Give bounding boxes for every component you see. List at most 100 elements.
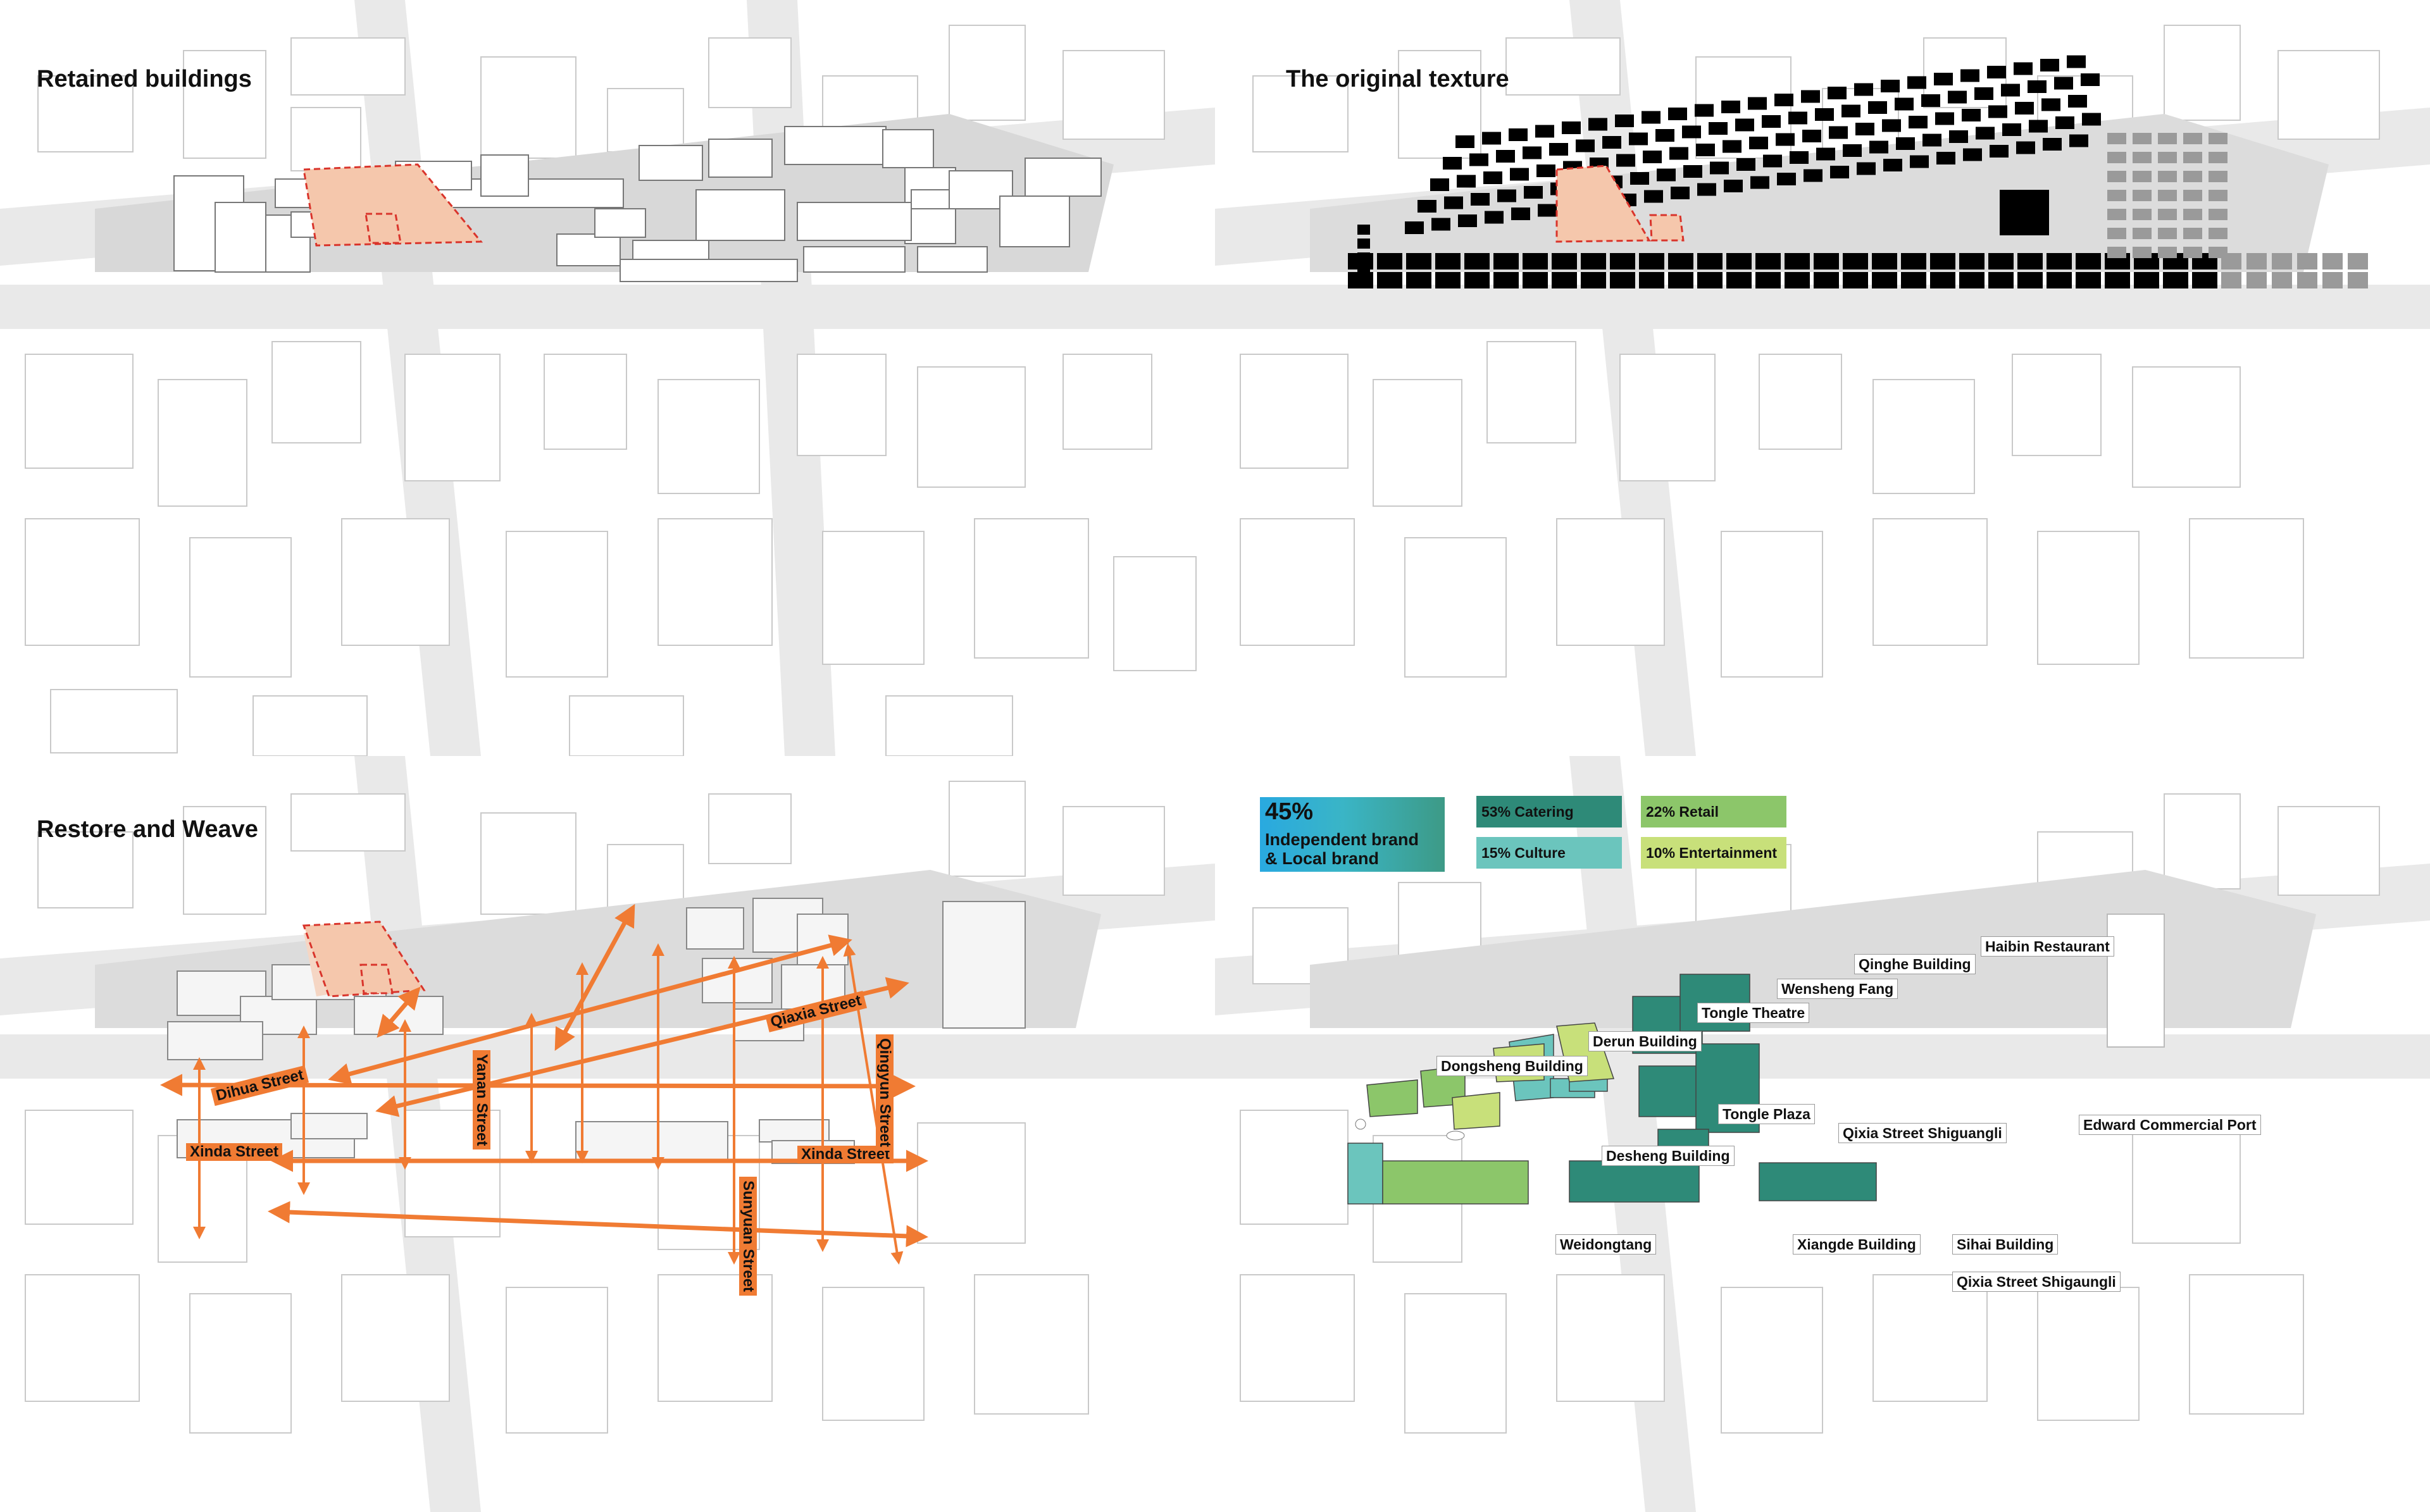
legend-independent-brand: 45% Independent brand & Local brand [1260,797,1445,872]
texture-block [1841,104,1860,118]
texture-block [1801,90,1820,103]
texture-block [1493,272,1519,288]
texture-block [2183,171,2202,182]
texture-block [1405,221,1424,234]
texture-block [2192,272,2217,288]
texture-block [1483,171,1502,184]
texture-block [2272,253,2292,270]
texture-block [2001,84,2020,97]
texture-block [1511,208,1530,220]
texture-block [2107,209,2126,220]
texture-block [2158,171,2177,182]
texture-block [1762,115,1781,128]
street-label-xinda-left: Xinda Street [186,1143,283,1161]
texture-block [2158,209,2177,220]
texture-block [2183,152,2202,163]
texture-block [2272,272,2292,288]
texture-block [1828,87,1847,99]
restore-map [0,756,1215,1512]
texture-block [2107,228,2126,239]
texture-block [2221,272,2241,288]
panel-title: Restore and Weave [37,816,258,843]
legend-culture: 15% Culture [1476,837,1622,869]
texture-block [1377,272,1402,288]
texture-block [1610,253,1635,270]
texture-block [1471,193,1490,206]
texture-block [2107,247,2126,258]
panel-restore-weave: Restore and Weave Dihua Street Xinda Str… [0,756,1215,1512]
texture-block [2134,272,2159,288]
texture-block [2133,247,2152,258]
texture-block [2133,133,2152,144]
texture-block [1804,169,1822,182]
texture-block [2209,209,2228,220]
texture-block [1482,132,1501,145]
texture-block [1455,135,1474,148]
texture-block [2246,253,2267,270]
texture-block [1695,104,1714,117]
texture-block [1987,66,2006,78]
texture-block [1497,189,1516,202]
texture-block [1610,272,1635,288]
texture-block [1536,164,1555,177]
texture-block [1872,272,1897,288]
texture-block [2183,133,2202,144]
texture-block [1710,161,1729,175]
texture-block [1949,130,1968,143]
texture-block [2158,228,2177,239]
texture-block [1523,272,1548,288]
texture-block [1935,112,1954,125]
texture-block [1496,150,1515,163]
texture-block [1901,253,1926,270]
texture-block [2133,190,2152,201]
texture-block [1802,130,1821,142]
texture-block [1776,133,1795,146]
texture-block [2209,171,2228,182]
texture-black-blocks [1348,55,2217,288]
texture-block [1736,158,1755,171]
texture-block [2047,253,2072,270]
texture-block [2067,55,2086,68]
legend-entertainment: 10% Entertainment [1641,837,1786,869]
texture-block [2082,113,2101,126]
texture-block [2041,98,2060,111]
panel-original-texture: The original texture [1215,0,2430,756]
texture-block [2322,253,2343,270]
texture-block [1464,272,1490,288]
texture-block [1763,154,1782,168]
texture-block [2002,123,2021,136]
texture-block [1936,152,1955,164]
texture-block [1724,180,1743,192]
label-tongle-plaza: Tongle Plaza [1718,1104,1815,1124]
texture-block [1552,272,1577,288]
texture-block [1790,151,1809,164]
label-edward-commercial-port: Edward Commercial Port [2079,1115,2261,1135]
texture-block [1750,176,1769,189]
texture-block [1788,111,1807,125]
label-derun-building: Derun Building [1588,1031,1702,1051]
texture-block [1785,272,1810,288]
label-weidongtang: Weidongtang [1555,1234,1657,1255]
texture-block [1930,253,1955,270]
texture-block [1535,125,1554,138]
texture-block [2017,253,2043,270]
panel-retained-buildings: Retained buildings [0,0,1215,756]
texture-block [1814,253,1839,270]
texture-block [2133,152,2152,163]
texture-block [1697,183,1716,196]
texture-block [1629,132,1648,146]
texture-block [1668,253,1693,270]
texture-block [2068,95,2087,108]
texture-block [1552,253,1577,270]
label-haibin-restaurant: Haibin Restaurant [1981,936,2114,957]
texture-block [2133,171,2152,182]
texture-block [1581,272,1606,288]
texture-block [1524,186,1543,199]
texture-block [2069,134,2088,147]
label-xiangde-building: Xiangde Building [1793,1234,1921,1255]
texture-block [2107,171,2126,182]
label-qixia-shiguangli: Qixia Street Shiguangli [1838,1123,2007,1143]
legend-main-line2: & Local brand [1265,849,1380,868]
texture-block [2158,247,2177,258]
texture-block [1630,172,1649,185]
